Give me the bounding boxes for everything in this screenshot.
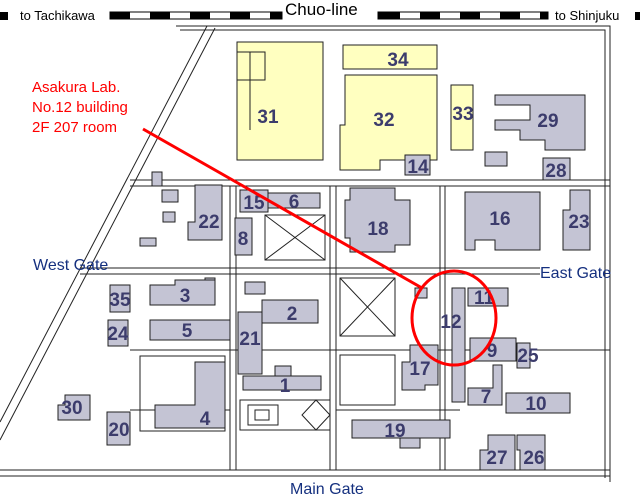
- building-5-label: 5: [182, 321, 193, 342]
- building-12[interactable]: 12: [440, 287, 466, 403]
- pointer-line: [142, 127, 423, 290]
- building-33[interactable]: 33: [450, 84, 474, 151]
- building-20-label: 20: [108, 420, 129, 441]
- building-9-label: 9: [487, 341, 498, 362]
- building-10-label: 10: [525, 394, 546, 415]
- building: [244, 281, 266, 295]
- building-34-label: 34: [387, 50, 409, 71]
- building-19[interactable]: 19: [351, 419, 451, 449]
- building-18[interactable]: 18: [344, 187, 411, 253]
- building-29-label: 29: [537, 111, 558, 132]
- building-19-label: 19: [384, 421, 405, 442]
- building-28-label: 28: [545, 161, 566, 182]
- building: [162, 211, 176, 223]
- building-2[interactable]: 2: [261, 299, 319, 325]
- building-3-label: 3: [180, 286, 191, 307]
- building-24[interactable]: 24: [107, 319, 129, 347]
- building-14[interactable]: 14: [404, 154, 431, 178]
- building-34[interactable]: 34: [342, 44, 438, 71]
- building-25[interactable]: 25: [516, 342, 539, 369]
- building-26[interactable]: 26: [516, 434, 546, 471]
- building-21[interactable]: 21: [237, 311, 263, 375]
- building-3[interactable]: 3: [149, 279, 216, 307]
- building-32-label: 32: [373, 110, 394, 131]
- building-2-label: 2: [287, 304, 298, 325]
- building-1[interactable]: 1: [242, 365, 322, 397]
- building-16[interactable]: 16: [464, 191, 541, 251]
- campus-boundary: [0, 25, 611, 482]
- building-4-label: 4: [200, 409, 211, 430]
- building-28[interactable]: 28: [542, 157, 571, 182]
- building-29[interactable]: 29: [494, 94, 586, 151]
- building-8-label: 8: [238, 229, 249, 250]
- building-6[interactable]: 6: [267, 192, 321, 213]
- chuo-line-label: Chuo-line: [285, 0, 358, 19]
- building-30-label: 30: [61, 398, 82, 419]
- main-gate-label: Main Gate: [290, 481, 364, 498]
- building-22-label: 22: [198, 212, 219, 233]
- annotation-line-2: No.12 building: [32, 99, 128, 116]
- building-15-label: 15: [243, 193, 265, 214]
- building-5[interactable]: 5: [149, 319, 231, 342]
- building-26-label: 26: [523, 448, 544, 469]
- building-23[interactable]: 23: [562, 189, 591, 251]
- to-shinjuku-label: to Shinjuku: [555, 8, 619, 23]
- building-23-label: 23: [568, 212, 589, 233]
- highlight-circle: [410, 269, 498, 367]
- building: [161, 189, 179, 203]
- building-20[interactable]: 20: [106, 411, 131, 446]
- railway-chuo-line: [0, 11, 640, 20]
- building-31-label: 31: [257, 107, 279, 128]
- annotation-line-3: 2F 207 room: [32, 119, 117, 136]
- building-27-label: 27: [486, 448, 507, 469]
- building: [139, 237, 157, 247]
- building-24-label: 24: [107, 324, 129, 345]
- building-7[interactable]: 7: [467, 364, 503, 408]
- west-gate-label: West Gate: [33, 257, 108, 274]
- building-16-label: 16: [489, 209, 510, 230]
- building-35-label: 35: [109, 290, 131, 311]
- building-10[interactable]: 10: [505, 392, 571, 415]
- building-1-label: 1: [280, 376, 291, 397]
- building-17-label: 17: [409, 359, 430, 380]
- building-27[interactable]: 27: [479, 434, 516, 471]
- building-18-label: 18: [367, 219, 388, 240]
- building-30[interactable]: 30: [57, 394, 91, 421]
- building-31[interactable]: 31: [236, 41, 324, 161]
- building-33-label: 33: [452, 104, 473, 125]
- annotation-line-1: Asakura Lab.: [32, 79, 120, 96]
- building-14-label: 14: [407, 157, 429, 178]
- building-6-label: 6: [289, 192, 300, 213]
- east-gate-label: East Gate: [540, 265, 611, 282]
- building-7-label: 7: [481, 387, 492, 408]
- building-22[interactable]: 22: [187, 184, 223, 241]
- building-17[interactable]: 17: [401, 344, 439, 391]
- building-8[interactable]: 8: [234, 217, 253, 256]
- building: [484, 151, 508, 167]
- building-32[interactable]: 32: [339, 74, 438, 171]
- building-12-label: 12: [440, 312, 461, 333]
- building-25-label: 25: [517, 346, 539, 367]
- building-35[interactable]: 35: [109, 284, 131, 313]
- building-4[interactable]: 4: [154, 361, 226, 430]
- building: [151, 171, 163, 187]
- to-tachikawa-label: to Tachikawa: [20, 8, 96, 23]
- building-21-label: 21: [239, 329, 261, 350]
